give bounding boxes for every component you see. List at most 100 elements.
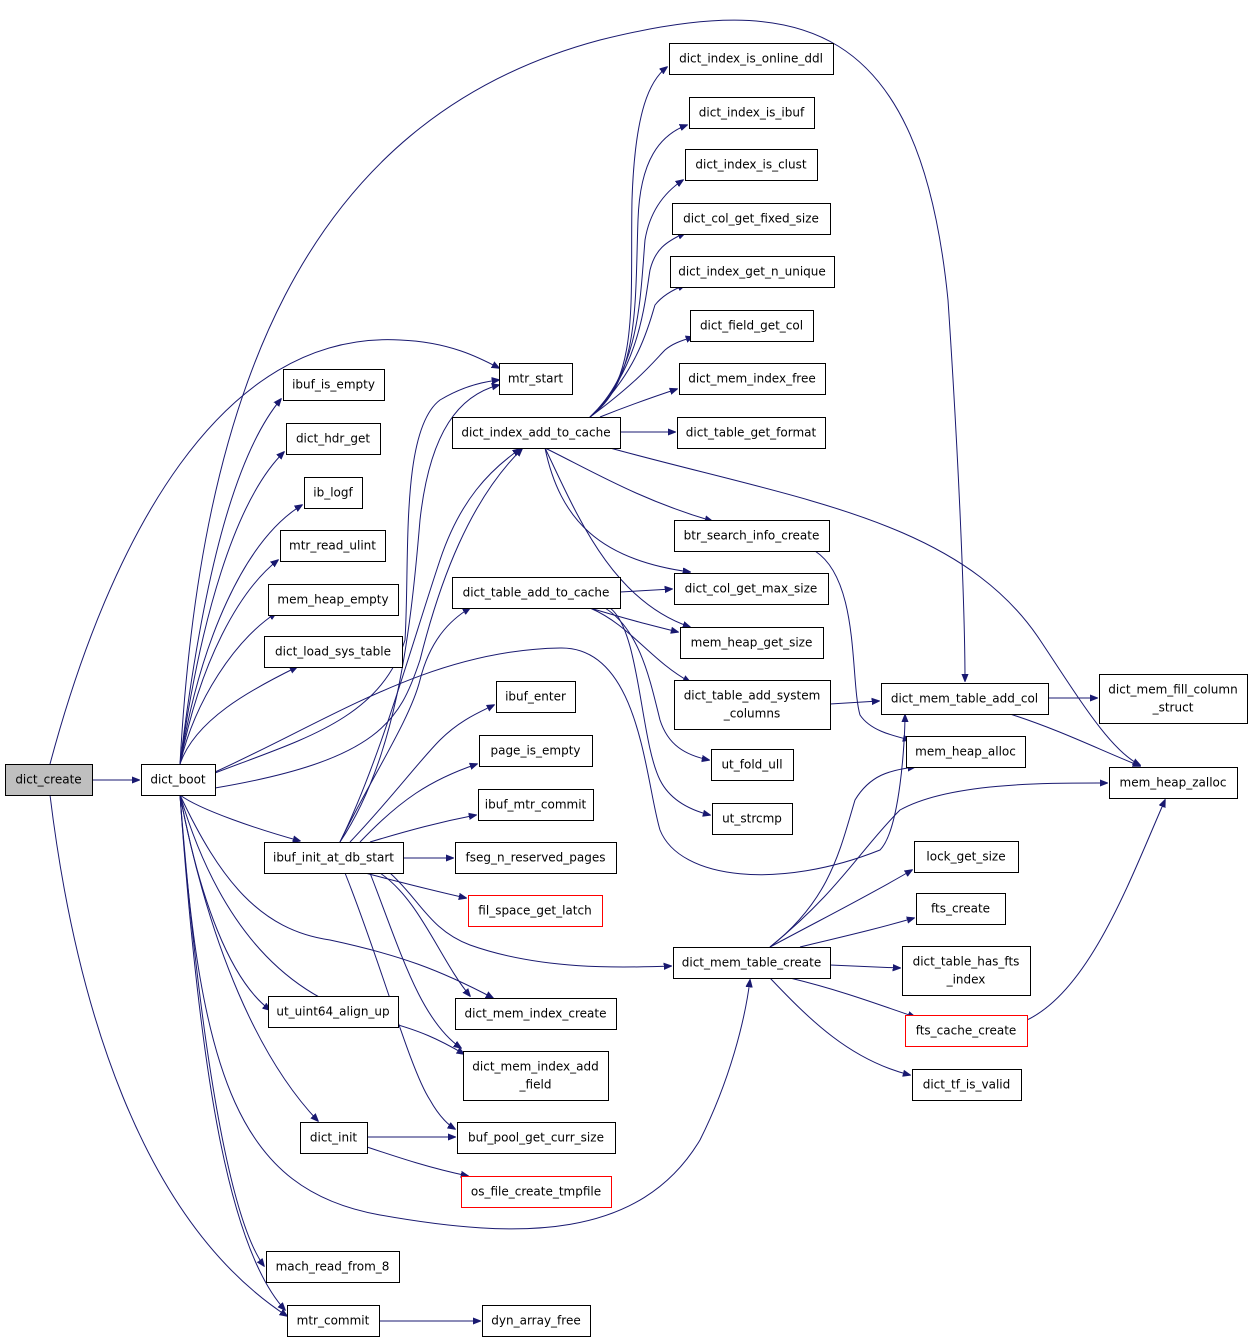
node-ibuf_is_empty[interactable]: ibuf_is_empty (283, 369, 385, 401)
node-mem_heap_empty[interactable]: mem_heap_empty (268, 584, 399, 616)
node-box (452, 577, 621, 609)
node-label: dict_index_is_clust (695, 158, 806, 172)
node-box (141, 764, 216, 796)
node-btr_search_info_create[interactable]: btr_search_info_create (674, 520, 830, 552)
node-box (499, 363, 573, 395)
node-dict_index_add_to_cache[interactable]: dict_index_add_to_cache (452, 417, 621, 449)
node-dict_boot[interactable]: dict_boot (141, 764, 216, 796)
node-label: dict_load_sys_table (275, 645, 391, 659)
edge-dict_table_add_to_cache-to-dict_table_add_system_columns (589, 607, 690, 682)
node-ibuf_mtr_commit[interactable]: ibuf_mtr_commit (478, 789, 594, 821)
edge-dict_boot-to-ib_logf (179, 505, 302, 765)
node-dict_table_add_to_cache[interactable]: dict_table_add_to_cache (452, 577, 621, 609)
node-dyn_array_free[interactable]: dyn_array_free (482, 1305, 591, 1337)
node-mtr_commit[interactable]: mtr_commit (287, 1305, 380, 1337)
edge-dict_create-to-mtr_commit (49, 794, 287, 1316)
node-box (689, 97, 815, 129)
node-mtr_read_ulint[interactable]: mtr_read_ulint (280, 530, 386, 562)
node-ib_logf[interactable]: ib_logf (304, 477, 363, 509)
node-label: dyn_array_free (491, 1314, 580, 1328)
node-dict_load_sys_table[interactable]: dict_load_sys_table (264, 636, 403, 668)
node-mach_read_from_8[interactable]: mach_read_from_8 (266, 1251, 400, 1283)
node-dict_mem_table_add_col[interactable]: dict_mem_table_add_col (881, 683, 1049, 715)
node-label: _field (519, 1078, 552, 1092)
node-ut_strcmp[interactable]: ut_strcmp (712, 803, 793, 835)
node-box (669, 43, 834, 75)
node-label: ib_logf (313, 486, 353, 500)
node-ibuf_enter[interactable]: ibuf_enter (496, 681, 576, 713)
node-label: dict_create (15, 773, 81, 787)
edge-dict_index_add_to_cache-to-dict_index_is_clust (589, 180, 683, 418)
node-box (685, 149, 818, 181)
node-lock_get_size[interactable]: lock_get_size (914, 841, 1019, 873)
edge-dict_mem_table_create-to-mem_heap_zalloc (769, 783, 1107, 948)
node-dict_col_get_fixed_size[interactable]: dict_col_get_fixed_size (672, 203, 831, 235)
node-dict_col_get_max_size[interactable]: dict_col_get_max_size (674, 573, 829, 605)
node-box (463, 1051, 609, 1101)
node-box (264, 636, 403, 668)
node-label: ibuf_is_empty (292, 378, 375, 392)
node-dict_mem_fill_column_struct[interactable]: dict_mem_fill_column_struct (1099, 674, 1248, 724)
edge-ibuf_init_at_db_start-to-ibuf_mtr_commit (369, 815, 476, 843)
edge-dict_boot-to-dict_table_add_to_cache (214, 647, 905, 876)
node-label: ibuf_init_at_db_start (273, 851, 394, 865)
node-dict_hdr_get[interactable]: dict_hdr_get (286, 423, 381, 455)
node-ibuf_init_at_db_start[interactable]: ibuf_init_at_db_start (264, 842, 404, 874)
node-box (674, 680, 831, 730)
node-dict_table_has_fts_index[interactable]: dict_table_has_fts_index (902, 946, 1031, 996)
node-page_is_empty[interactable]: page_is_empty (479, 735, 593, 767)
edge-dict_create-to-mtr_start (49, 339, 499, 765)
node-mtr_start[interactable]: mtr_start (499, 363, 573, 395)
node-label: dict_table_get_format (686, 426, 817, 440)
node-dict_index_is_online_ddl[interactable]: dict_index_is_online_ddl (669, 43, 834, 75)
edge-ibuf_init_at_db_start-to-page_is_empty (359, 764, 477, 843)
node-mem_heap_zalloc[interactable]: mem_heap_zalloc (1109, 767, 1238, 799)
node-ut_uint64_align_up[interactable]: ut_uint64_align_up (268, 996, 399, 1028)
edge-dict_boot-to-dict_mem_index_create (179, 794, 493, 998)
edge-dict_mem_table_create-to-dict_table_has_fts_index (829, 965, 900, 968)
node-dict_init[interactable]: dict_init (300, 1122, 368, 1154)
nodes-layer: dict_create dict_boot mtr_start dict_mem_ta… (5, 43, 1248, 1337)
node-fil_space_get_latch[interactable]: fil_space_get_latch (468, 895, 603, 927)
node-fts_create[interactable]: fts_create (916, 893, 1006, 925)
node-dict_mem_index_create[interactable]: dict_mem_index_create (455, 998, 617, 1030)
node-label: mtr_commit (297, 1314, 370, 1328)
node-label: ut_uint64_align_up (276, 1005, 389, 1019)
node-dict_mem_table_create[interactable]: dict_mem_table_create (673, 947, 831, 979)
edge-fts_cache_create-to-mem_heap_zalloc (1026, 800, 1165, 1021)
node-box (712, 803, 793, 835)
node-dict_field_get_col[interactable]: dict_field_get_col (690, 310, 814, 342)
node-dict_tf_is_valid[interactable]: dict_tf_is_valid (912, 1069, 1022, 1101)
node-dict_table_get_format[interactable]: dict_table_get_format (677, 417, 826, 449)
node-dict_mem_index_free[interactable]: dict_mem_index_free (679, 363, 826, 395)
node-dict_index_is_ibuf[interactable]: dict_index_is_ibuf (689, 97, 815, 129)
edge-dict_boot-to-mem_heap_empty (179, 613, 276, 765)
node-mem_heap_get_size[interactable]: mem_heap_get_size (680, 627, 824, 659)
node-label: mem_heap_alloc (915, 745, 1016, 759)
node-fseg_n_reserved_pages[interactable]: fseg_n_reserved_pages (455, 842, 617, 874)
node-fts_cache_create[interactable]: fts_cache_create (905, 1015, 1028, 1047)
node-box (674, 520, 830, 552)
node-box (5, 764, 93, 796)
node-label: dict_boot (150, 773, 206, 787)
node-dict_table_add_system_columns[interactable]: dict_table_add_system_columns (674, 680, 831, 730)
edge-dict_index_add_to_cache-to-dict_index_get_n_unique (589, 285, 685, 418)
edge-dict_mem_table_create-to-fts_create (799, 918, 914, 948)
node-dict_mem_index_add_field[interactable]: dict_mem_index_add_field (463, 1051, 609, 1101)
node-os_file_create_tmpfile[interactable]: os_file_create_tmpfile (461, 1176, 612, 1208)
node-label: _columns (723, 707, 780, 721)
node-dict_create[interactable]: dict_create (5, 764, 93, 796)
node-label: fts_create (931, 902, 990, 916)
edge-ibuf_init_at_db_start-to-dict_mem_index_create (379, 872, 470, 996)
node-dict_index_is_clust[interactable]: dict_index_is_clust (685, 149, 818, 181)
edge-dict_table_add_to_cache-to-ut_strcmp (609, 607, 710, 815)
node-buf_pool_get_curr_size[interactable]: buf_pool_get_curr_size (457, 1122, 616, 1154)
node-box (304, 477, 363, 509)
node-label: fil_space_get_latch (478, 904, 591, 918)
node-label: dict_index_is_online_ddl (679, 52, 823, 66)
node-dict_index_get_n_unique[interactable]: dict_index_get_n_unique (670, 256, 835, 288)
node-label: lock_get_size (926, 850, 1005, 864)
node-box (690, 310, 814, 342)
node-mem_heap_alloc[interactable]: mem_heap_alloc (906, 736, 1026, 768)
node-ut_fold_ull[interactable]: ut_fold_ull (711, 749, 794, 781)
